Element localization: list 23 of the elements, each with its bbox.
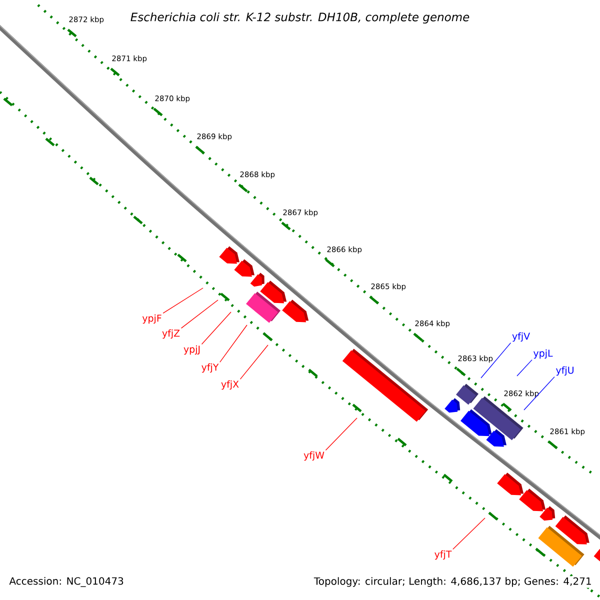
- accession-text: Accession: NC_010473: [9, 577, 124, 587]
- gene-label: ypjF: [142, 314, 162, 324]
- gene-label: yfjT: [434, 550, 452, 560]
- title: Escherichia coli str. K-12 substr. DH10B, complete genome: [129, 11, 471, 25]
- leader-line: [180, 300, 218, 329]
- gene-label: yfjY: [202, 363, 219, 373]
- leader-line: [452, 518, 486, 550]
- leader-line: [524, 376, 555, 410]
- leader-line: [480, 342, 512, 378]
- leader-line: [516, 359, 532, 376]
- gene-label: ypjL: [534, 349, 553, 359]
- leader-line: [240, 344, 268, 380]
- gene-label: yfjW: [304, 451, 324, 461]
- leader-line: [220, 324, 248, 363]
- gene-label: yfjZ: [162, 329, 180, 339]
- gene-label: yfjV: [512, 332, 530, 342]
- leader-line: [162, 288, 204, 314]
- gene-label: ypjJ: [184, 345, 200, 355]
- gene-label: yfjU: [556, 366, 574, 376]
- leader-line: [201, 312, 232, 345]
- summary-text: Topology: circular; Length: 4,686,137 bp; Genes: 4,271: [312, 576, 593, 588]
- gene-label: yfjX: [221, 380, 239, 390]
- leader-line: [325, 418, 358, 451]
